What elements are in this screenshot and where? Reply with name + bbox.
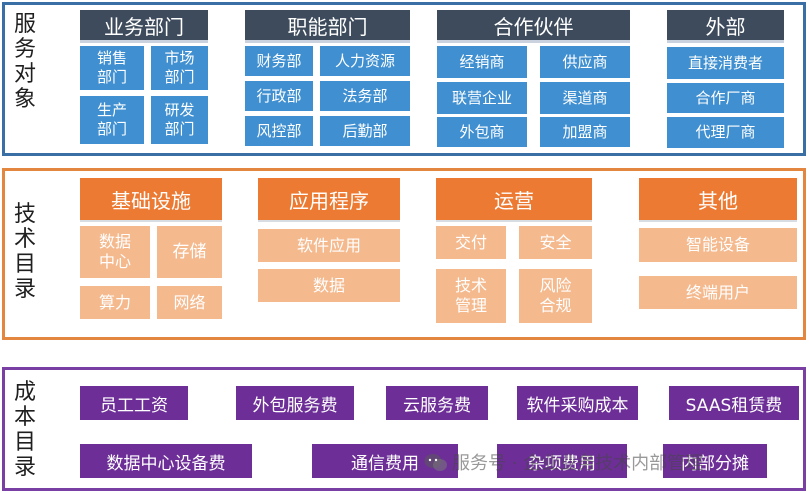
service-label: 服务对象 — [13, 12, 36, 112]
service-item-joint-venture: 联营企业 — [437, 82, 527, 114]
service-item-channel: 渠道商 — [540, 82, 630, 114]
group-title-external: 外部 — [667, 10, 784, 43]
cost-panel — [2, 367, 806, 491]
cost-item-miscellaneous: 杂项费用 — [497, 444, 627, 478]
cost-item-software-procurement: 软件采购成本 — [517, 386, 638, 420]
service-item-outsourcer: 外包商 — [437, 117, 527, 147]
group-title-functional-dept: 职能部门 — [245, 10, 410, 43]
tech-item-datacenter: 数据 中心 — [80, 226, 150, 278]
group-title-other: 其他 — [639, 178, 797, 222]
group-title-partners: 合作伙伴 — [437, 10, 630, 43]
service-item-hr: 人力资源 — [320, 46, 410, 76]
group-title-business-dept: 业务部门 — [80, 10, 208, 43]
cost-item-datacenter-equipment: 数据中心设备费 — [80, 444, 252, 478]
service-item-finance: 财务部 — [245, 46, 313, 76]
tech-item-end-users: 终端用户 — [639, 276, 797, 309]
tech-item-network: 网络 — [157, 286, 222, 319]
group-title-operations: 运营 — [436, 178, 592, 222]
service-panel — [2, 2, 806, 156]
tech-item-data: 数据 — [258, 269, 400, 302]
tech-item-storage: 存储 — [157, 226, 222, 278]
service-item-legal: 法务部 — [320, 81, 410, 111]
tech-item-smart-devices: 智能设备 — [639, 228, 797, 262]
tech-item-security: 安全 — [519, 226, 592, 259]
tech-item-tech-management: 技术 管理 — [436, 269, 506, 323]
wechat-icon — [424, 453, 448, 472]
tech-item-software: 软件应用 — [258, 229, 400, 262]
tech-panel — [2, 168, 806, 340]
watermark-text: 服务号 · 企业业务技术内部管理 — [452, 453, 704, 474]
tech-item-compute: 算力 — [80, 286, 150, 319]
cost-item-internal-allocation: 内部分摊 — [663, 444, 767, 478]
service-item-agent-vendor: 代理厂商 — [667, 117, 784, 148]
tech-item-risk-compliance: 风险 合规 — [519, 269, 592, 323]
cost-item-saas: SAAS租赁费 — [669, 386, 799, 420]
service-item-partner-vendor: 合作厂商 — [667, 83, 784, 113]
watermark: 服务号 · 企业业务技术内部管理 — [424, 449, 703, 475]
cost-item-outsourcing: 外包服务费 — [236, 386, 354, 420]
tech-item-delivery: 交付 — [436, 226, 506, 259]
service-item-production: 生产 部门 — [80, 96, 144, 144]
service-item-consumer: 直接消费者 — [667, 47, 784, 79]
group-title-infrastructure: 基础设施 — [80, 178, 222, 222]
cost-label: 成本目录 — [13, 380, 36, 480]
cost-item-cloud: 云服务费 — [386, 386, 488, 420]
service-item-rnd: 研发 部门 — [151, 96, 208, 144]
service-item-logistics: 后勤部 — [320, 116, 410, 146]
service-item-distributor: 经销商 — [437, 46, 527, 78]
service-item-franchisee: 加盟商 — [540, 117, 630, 147]
group-title-applications: 应用程序 — [258, 178, 400, 222]
service-item-sales: 销售 部门 — [80, 46, 144, 90]
service-item-risk: 风控部 — [245, 116, 313, 146]
service-item-marketing: 市场 部门 — [151, 46, 208, 90]
service-item-supplier: 供应商 — [540, 46, 630, 78]
tech-label: 技术目录 — [13, 202, 36, 302]
service-item-admin: 行政部 — [245, 81, 313, 111]
cost-item-salary: 员工工资 — [80, 386, 188, 420]
